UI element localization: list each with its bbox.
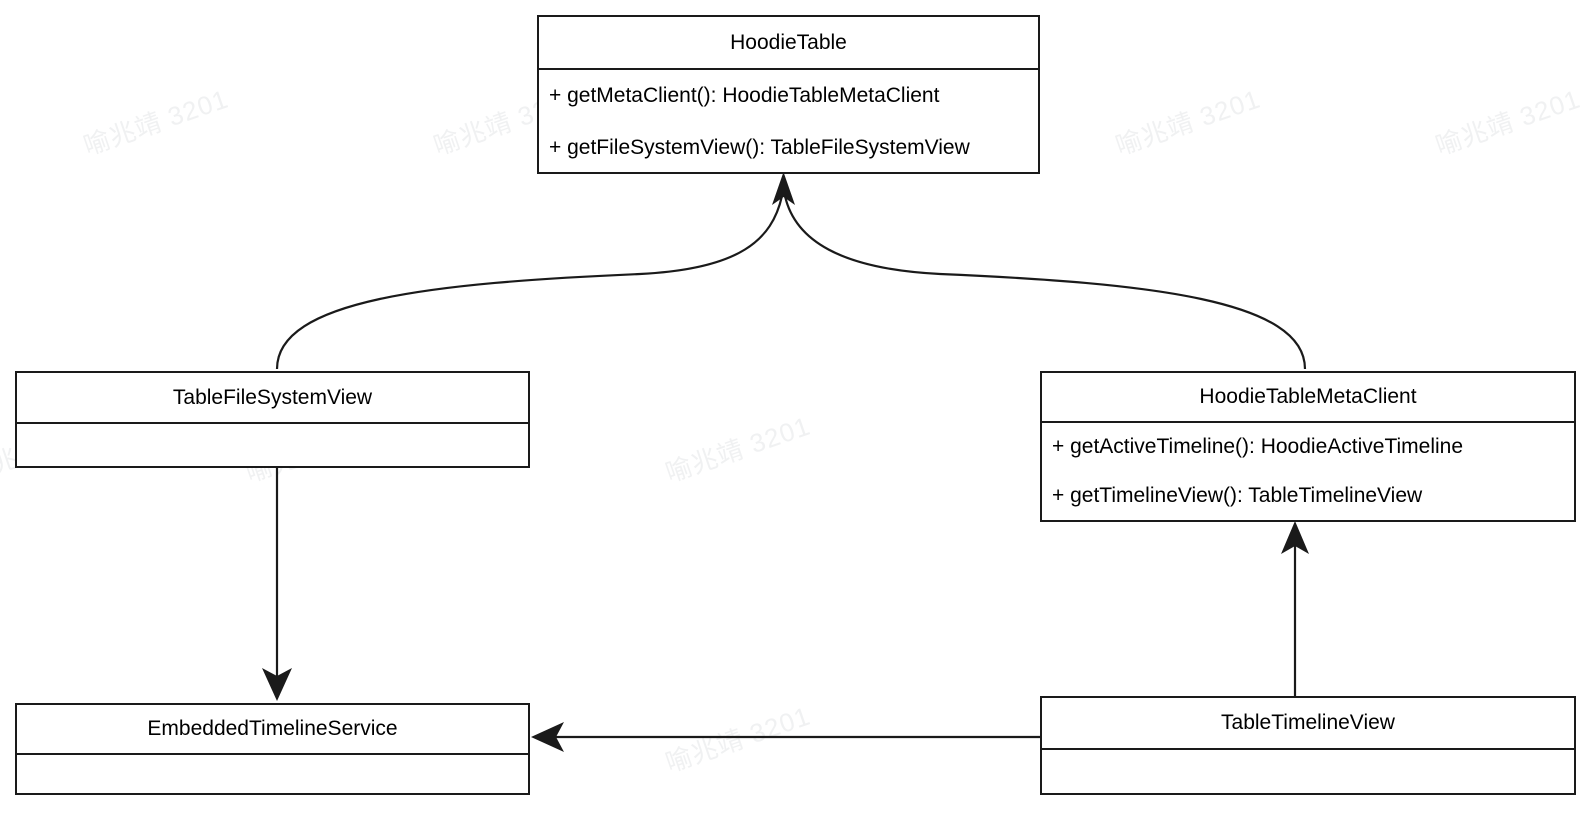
edge-tabletimelineview-to-hoodietablemetaclient (1281, 521, 1309, 696)
class-member: + getTimelineView(): TableTimelineView (1052, 483, 1423, 507)
arrow-head-embeddedtimelineservice-right (531, 722, 564, 752)
class-members-hoodie-table-meta-client: + getActiveTimeline(): HoodieActiveTimel… (1042, 423, 1574, 520)
class-box-hoodie-table[interactable]: HoodieTable + getMetaClient(): HoodieTab… (537, 15, 1040, 174)
class-box-hoodie-table-meta-client[interactable]: HoodieTableMetaClient + getActiveTimelin… (1040, 371, 1576, 522)
arrow-head-embeddedtimelineservice-top (262, 668, 292, 701)
class-box-table-timeline-view[interactable]: TableTimelineView (1040, 696, 1576, 795)
watermark-text: 喻兆靖 3201 (1111, 83, 1265, 162)
watermark-text: 喻兆靖 3201 (1431, 83, 1585, 162)
class-name-table-timeline-view: TableTimelineView (1042, 698, 1574, 750)
watermark-text: 喻兆靖 3201 (661, 700, 815, 779)
class-name-embedded-timeline-service: EmbeddedTimelineService (17, 705, 528, 755)
class-member: + getMetaClient(): HoodieTableMetaClient (549, 83, 940, 107)
edge-hoodietablemetaclient-to-hoodietable (772, 172, 1307, 370)
class-name-table-file-system-view: TableFileSystemView (17, 373, 528, 424)
class-name-hoodie-table: HoodieTable (539, 17, 1038, 70)
class-name-hoodie-table-meta-client: HoodieTableMetaClient (1042, 373, 1574, 423)
class-members-table-timeline-view (1042, 750, 1574, 793)
class-member: + getFileSystemView(): TableFileSystemVi… (549, 135, 970, 159)
class-member: + getActiveTimeline(): HoodieActiveTimel… (1052, 435, 1464, 459)
watermark-text: 喻兆靖 3201 (79, 83, 233, 162)
class-box-table-file-system-view[interactable]: TableFileSystemView (15, 371, 530, 468)
arrow-head-hoodietable (772, 172, 795, 205)
class-members-hoodie-table: + getMetaClient(): HoodieTableMetaClient… (539, 70, 1038, 174)
watermark-text: 喻兆靖 3201 (661, 410, 815, 489)
class-members-table-file-system-view (17, 424, 528, 466)
edge-tabletimelineview-to-embeddedtimelineservice (531, 722, 1040, 752)
edge-tablefilesystemview-to-embeddedtimelineservice (262, 468, 292, 701)
edge-tablefilesystemview-to-hoodietable (275, 195, 784, 370)
class-box-embedded-timeline-service[interactable]: EmbeddedTimelineService (15, 703, 530, 795)
class-members-embedded-timeline-service (17, 755, 528, 793)
arrow-head-hoodietablemetaclient-bottom (1281, 521, 1309, 554)
